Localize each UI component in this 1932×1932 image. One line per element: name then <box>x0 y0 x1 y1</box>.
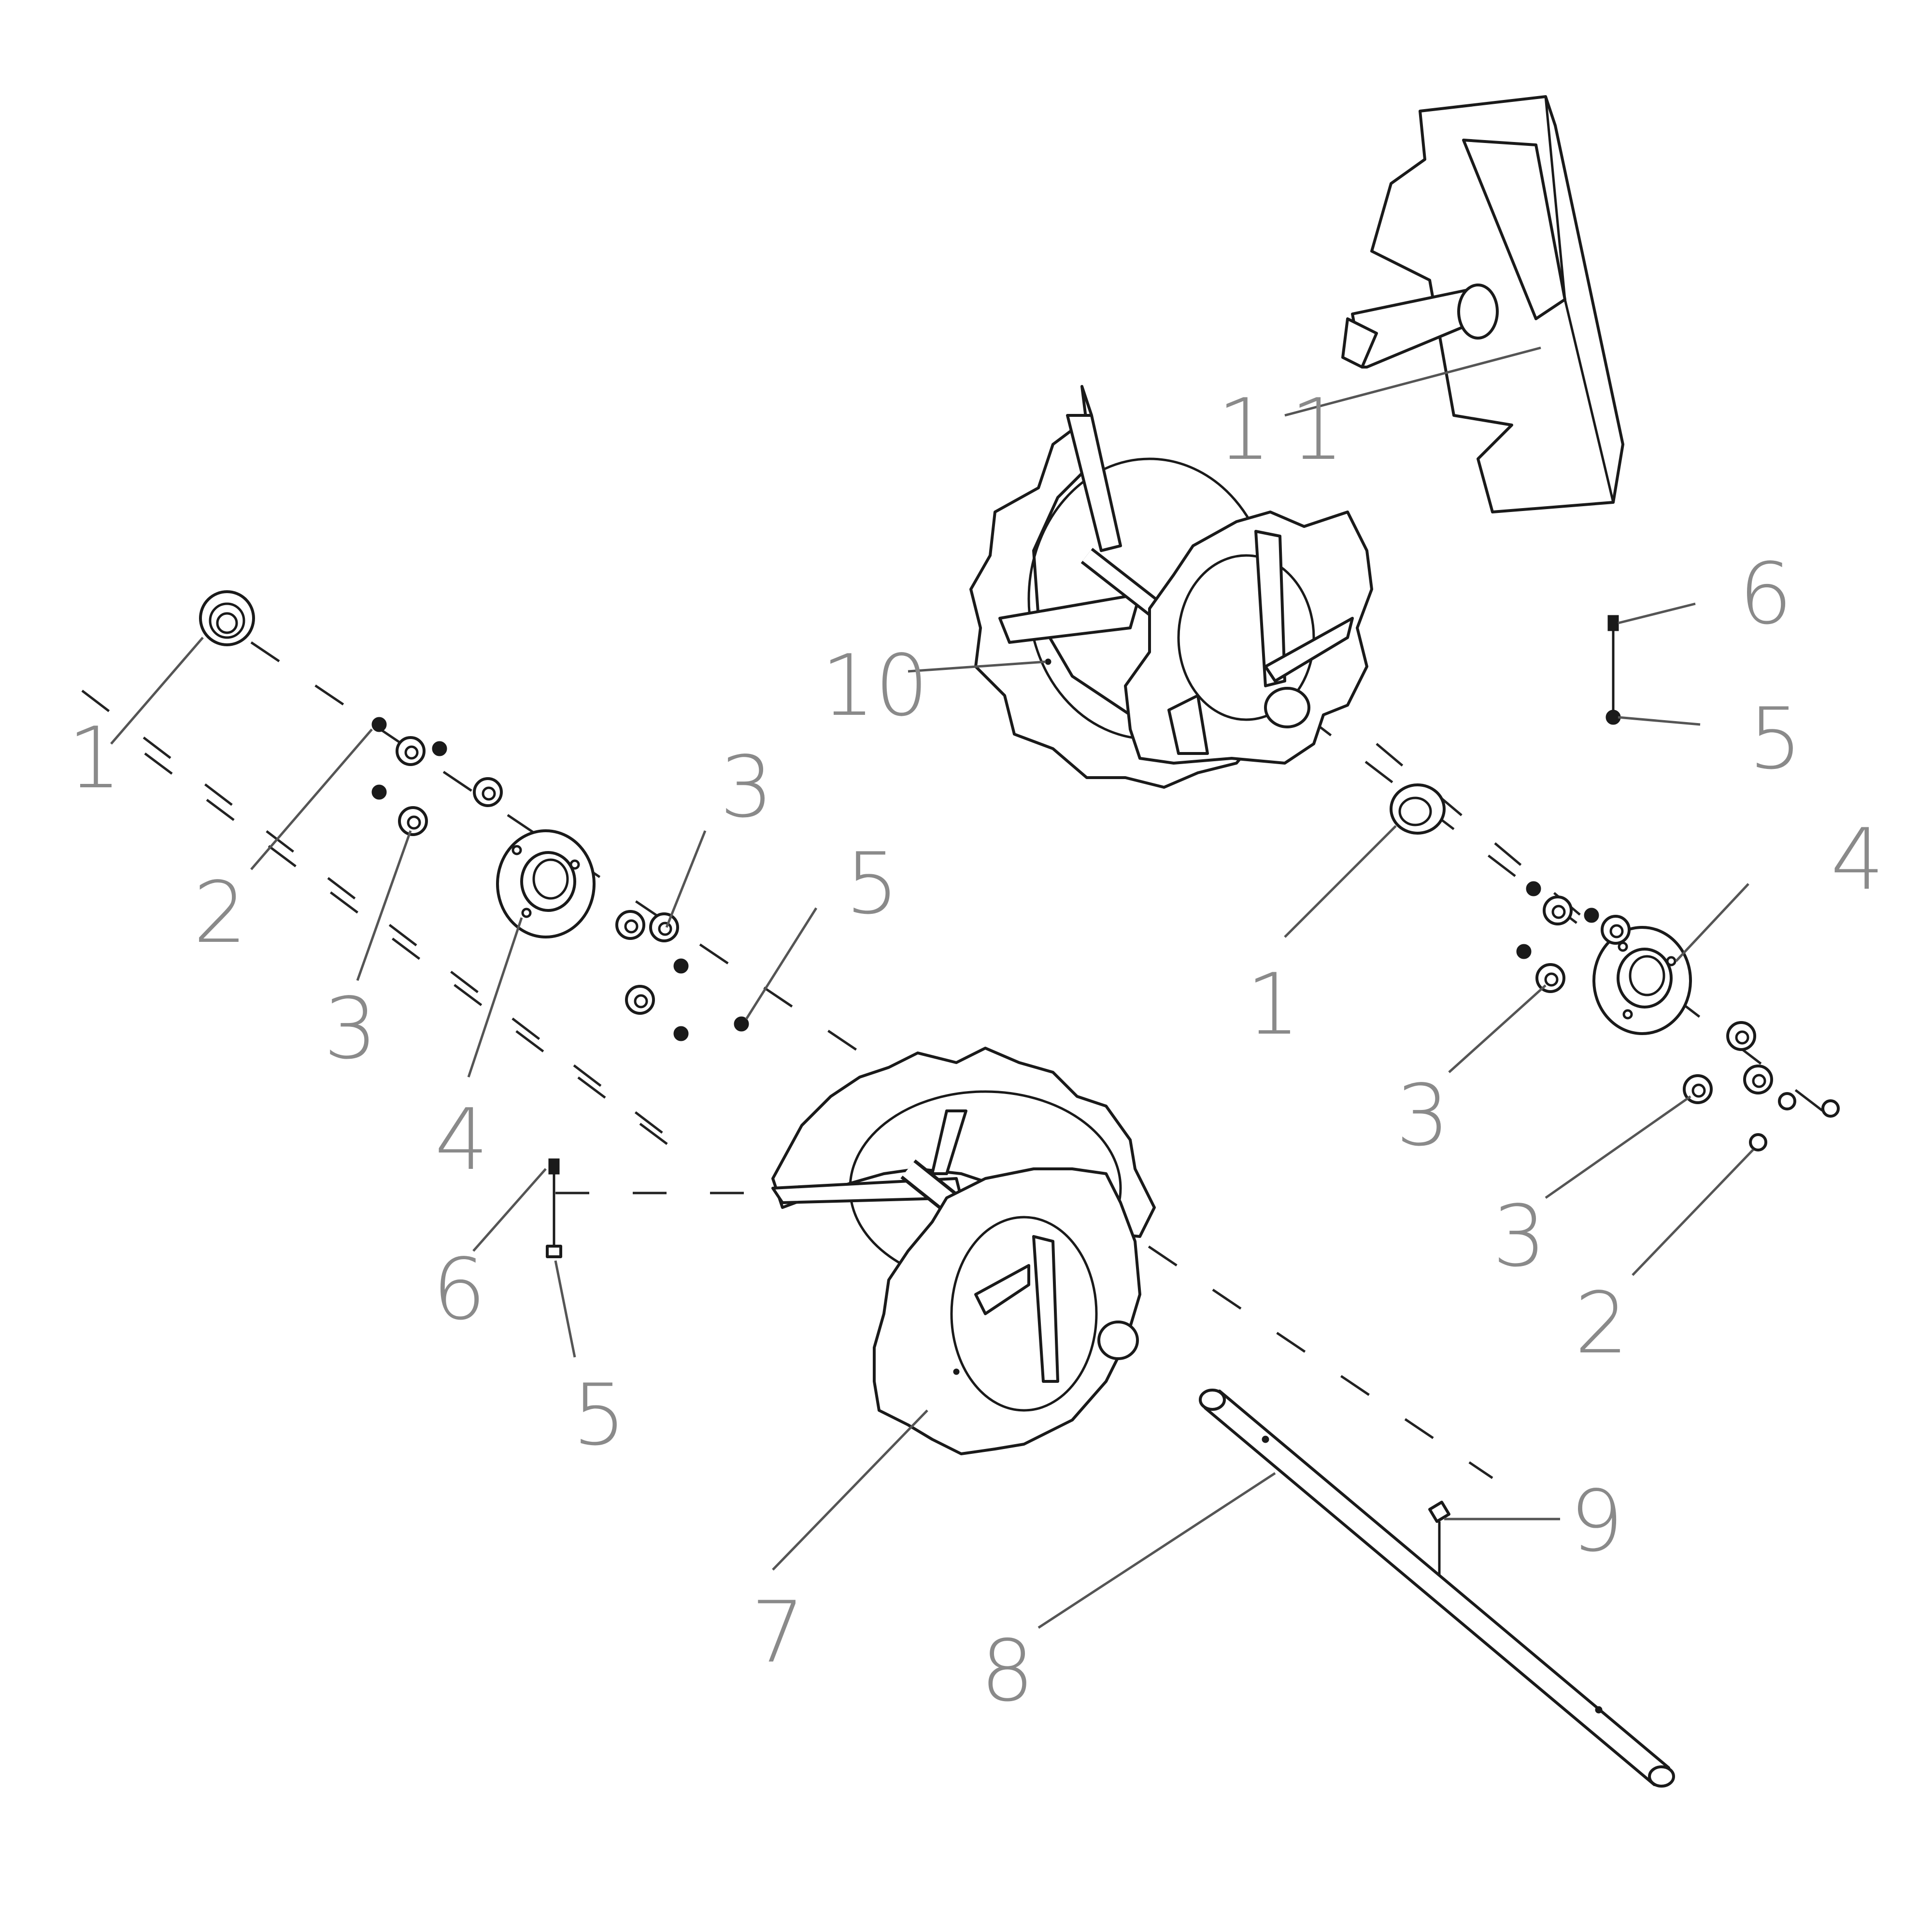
left-bearing-part <box>199 590 255 646</box>
auger-left-part <box>771 1047 1156 1455</box>
callout-4-left-flange: 4 <box>435 1091 488 1189</box>
callout-3-right-washer: 3 <box>1396 1067 1449 1165</box>
callout-9-grease-fitting: 9 <box>1570 1473 1623 1571</box>
callout-2-left-screw: 2 <box>193 864 247 962</box>
callout-labels: 1 2 3 3 4 5 5 6 7 8 9 10 11 6 5 1 4 3 3 … <box>68 381 1884 1720</box>
callout-3-left-washer-2: 3 <box>720 739 773 837</box>
callout-3-left-washer: 3 <box>324 980 377 1078</box>
left-bearing-flange-part <box>496 829 596 938</box>
callout-2-right-screw: 2 <box>1575 1275 1628 1373</box>
left-hardware-small-parts <box>371 717 749 1258</box>
callout-8-auger-shaft: 8 <box>980 1622 1034 1720</box>
auger-shaft-part <box>1199 1389 1675 1788</box>
callout-5-left-nut-2: 5 <box>572 1366 626 1464</box>
right-bearing-flange-part <box>1592 926 1692 1035</box>
callout-3-right-washer-2: 3 <box>1492 1188 1546 1286</box>
callout-5-right-nut: 5 <box>1748 690 1802 788</box>
callout-10-auger-right: 10 <box>821 637 929 735</box>
callout-5-left-nut: 5 <box>845 835 899 933</box>
callout-1-left-bearing: 1 <box>68 710 121 808</box>
callout-11-impeller: 11 <box>1217 381 1364 479</box>
auger-right-part <box>969 385 1373 789</box>
impeller-part <box>1341 95 1624 513</box>
right-bearing-part <box>1390 783 1446 835</box>
grease-fitting-part <box>1428 1501 1450 1575</box>
callout-1-right-bearing: 1 <box>1246 956 1300 1054</box>
leader-lines <box>110 346 1754 1629</box>
callout-7-auger-left: 7 <box>751 1584 805 1682</box>
callout-6-left-bolt: 6 <box>432 1241 486 1339</box>
callout-4-right-flange: 4 <box>1831 811 1884 909</box>
callout-6-right-bolt: 6 <box>1739 545 1792 643</box>
